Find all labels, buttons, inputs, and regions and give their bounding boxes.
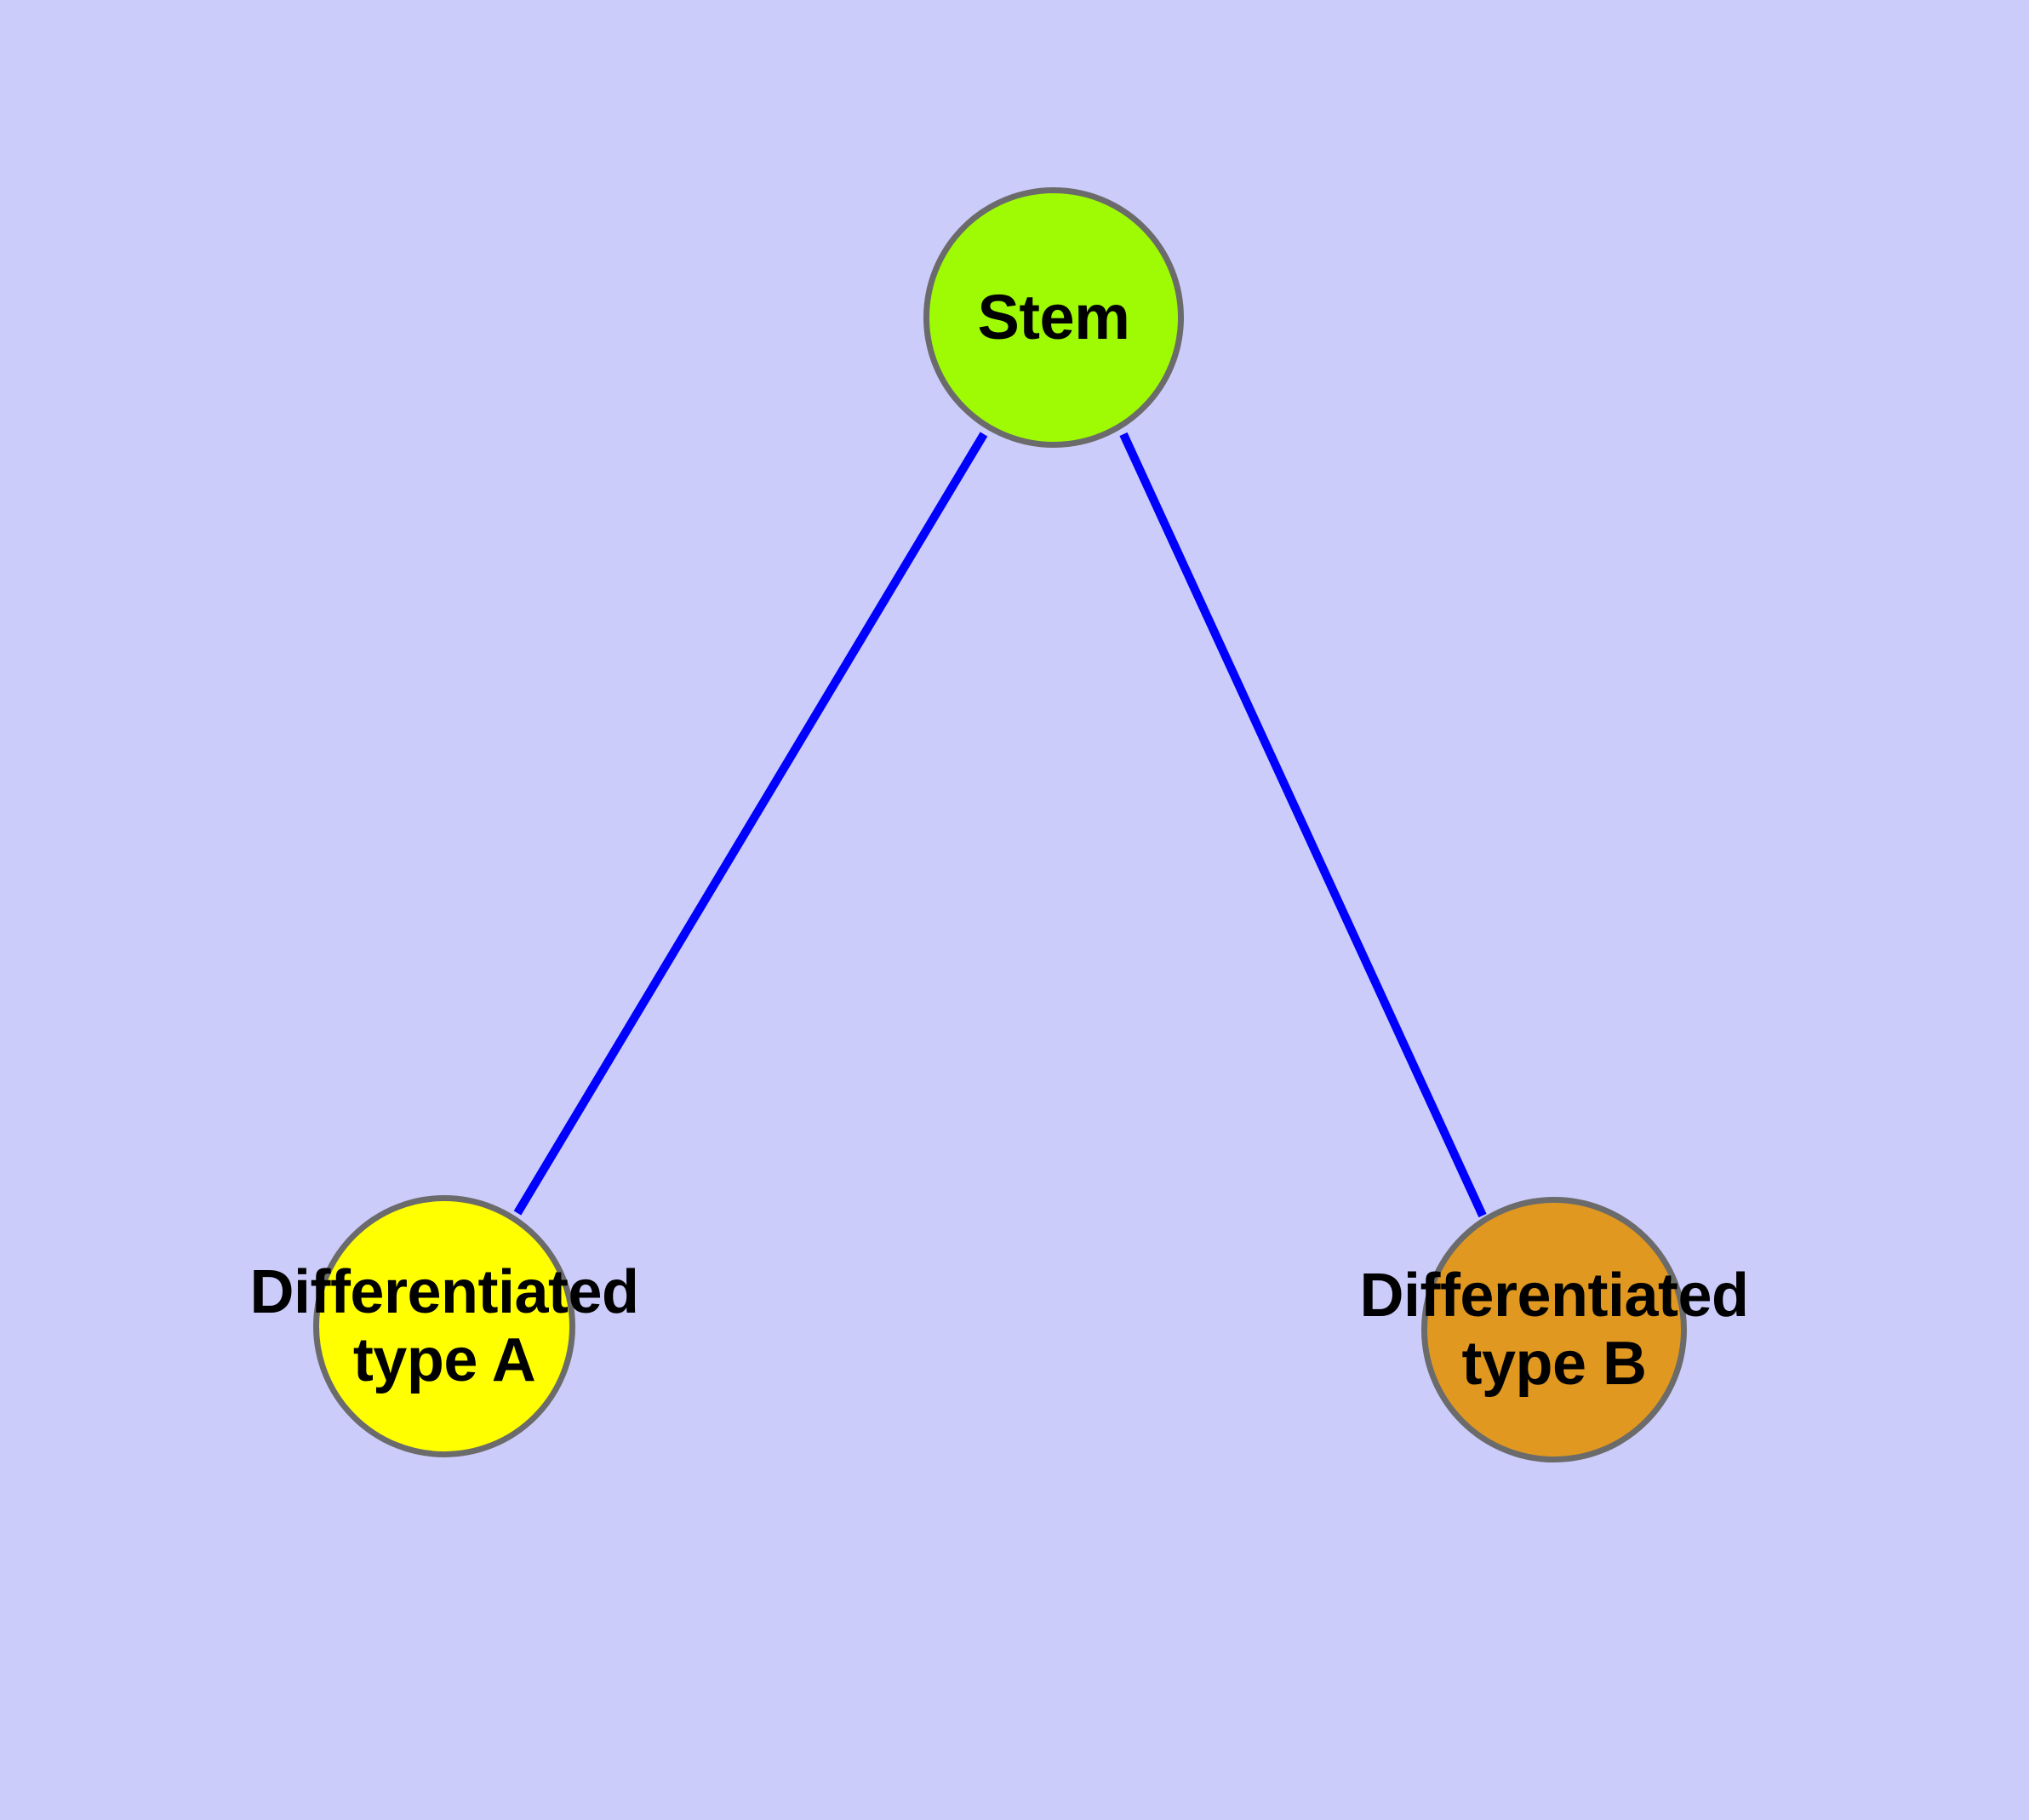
edge-stem-to-differentiated-type-b: [1119, 432, 1487, 1218]
node-label-differentiated-type-a: Differentiated type A: [249, 1257, 639, 1395]
node-label-stem: Stem: [977, 281, 1130, 352]
node-stem[interactable]: [923, 187, 1184, 448]
edge-stem-to-differentiated-type-a: [513, 432, 988, 1216]
node-differentiated-type-b[interactable]: [1421, 1197, 1687, 1462]
node-differentiated-type-a[interactable]: [313, 1195, 575, 1457]
node-label-differentiated-type-b: Differentiated type B: [1359, 1261, 1749, 1399]
